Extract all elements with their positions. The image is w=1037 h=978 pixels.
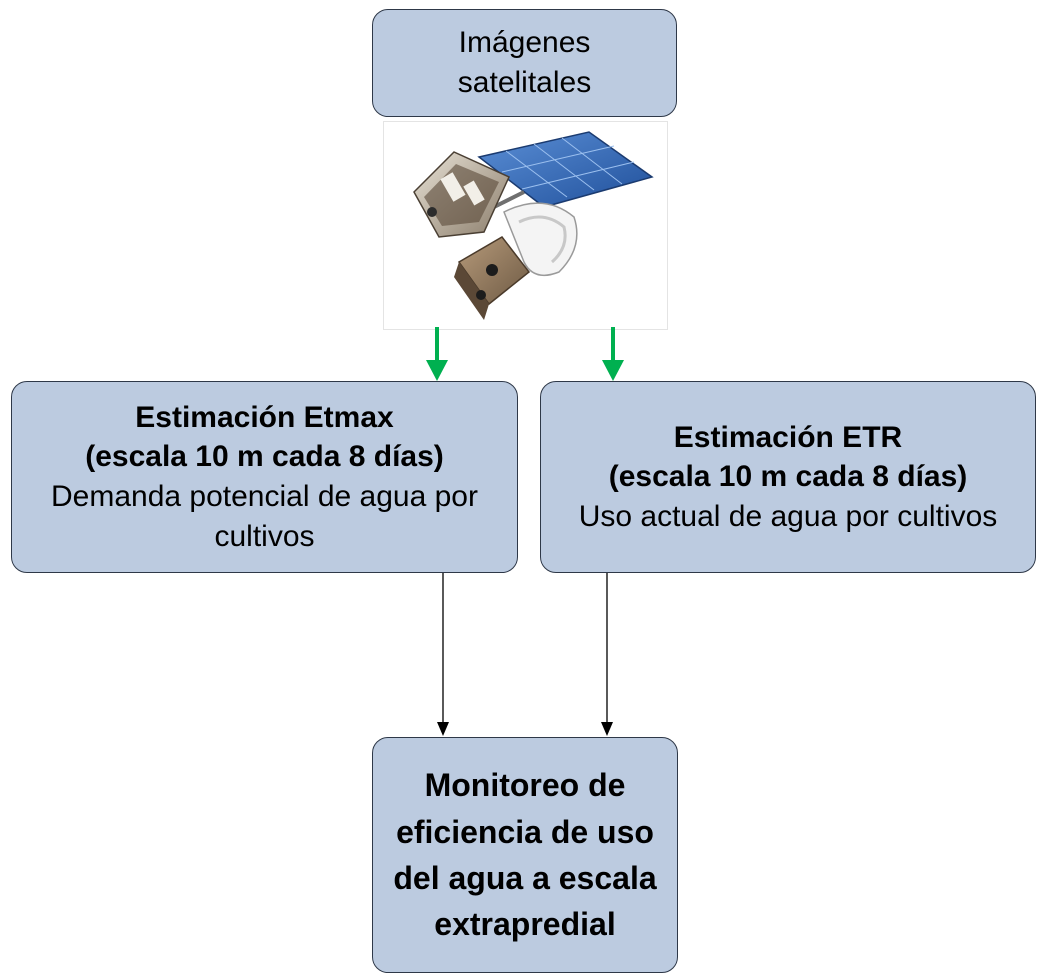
etr-title: Estimación ETR [673, 420, 903, 454]
water-use-monitoring-box: Monitoreo de eficiencia de uso del agua … [372, 737, 678, 973]
satellite-images-box: Imágenes satelitales [372, 9, 677, 117]
etmax-scale: (escala 10 m cada 8 días) [85, 440, 444, 474]
satellite-image [383, 121, 668, 330]
black-arrow-etr-to-monitoring [601, 573, 613, 736]
monitoring-line3: del agua a escala [393, 860, 657, 896]
black-arrow-etmax-to-monitoring [437, 573, 449, 736]
etr-scale: (escala 10 m cada 8 días) [608, 460, 968, 494]
solar-panel-icon [477, 131, 654, 208]
satellite-body-icon [413, 151, 510, 238]
etmax-title: Estimación Etmax [135, 400, 394, 434]
satellite-images-line2: satelitales [457, 66, 592, 99]
monitoring-line2: eficiencia de uso [396, 813, 654, 850]
monitoring-line4: extrapredial [434, 906, 616, 943]
etmax-description-line1: Demanda potencial de agua por [51, 480, 478, 513]
etr-estimation-box: Estimación ETR (escala 10 m cada 8 días)… [540, 381, 1036, 573]
green-arrow-to-etmax [426, 327, 448, 381]
antenna-icon [503, 202, 578, 277]
monitoring-line1: Monitoreo de [424, 767, 626, 804]
satellite-icon [413, 131, 654, 320]
satellite-images-line1: Imágenes [458, 26, 591, 60]
etr-description: Uso actual de agua por cultivos [578, 499, 998, 533]
green-arrow-to-etr [602, 327, 624, 381]
etmax-estimation-box: Estimación Etmax (escala 10 m cada 8 día… [11, 381, 518, 573]
instrument-box-icon [454, 236, 531, 320]
etmax-description-line2: cultivos [214, 519, 315, 553]
